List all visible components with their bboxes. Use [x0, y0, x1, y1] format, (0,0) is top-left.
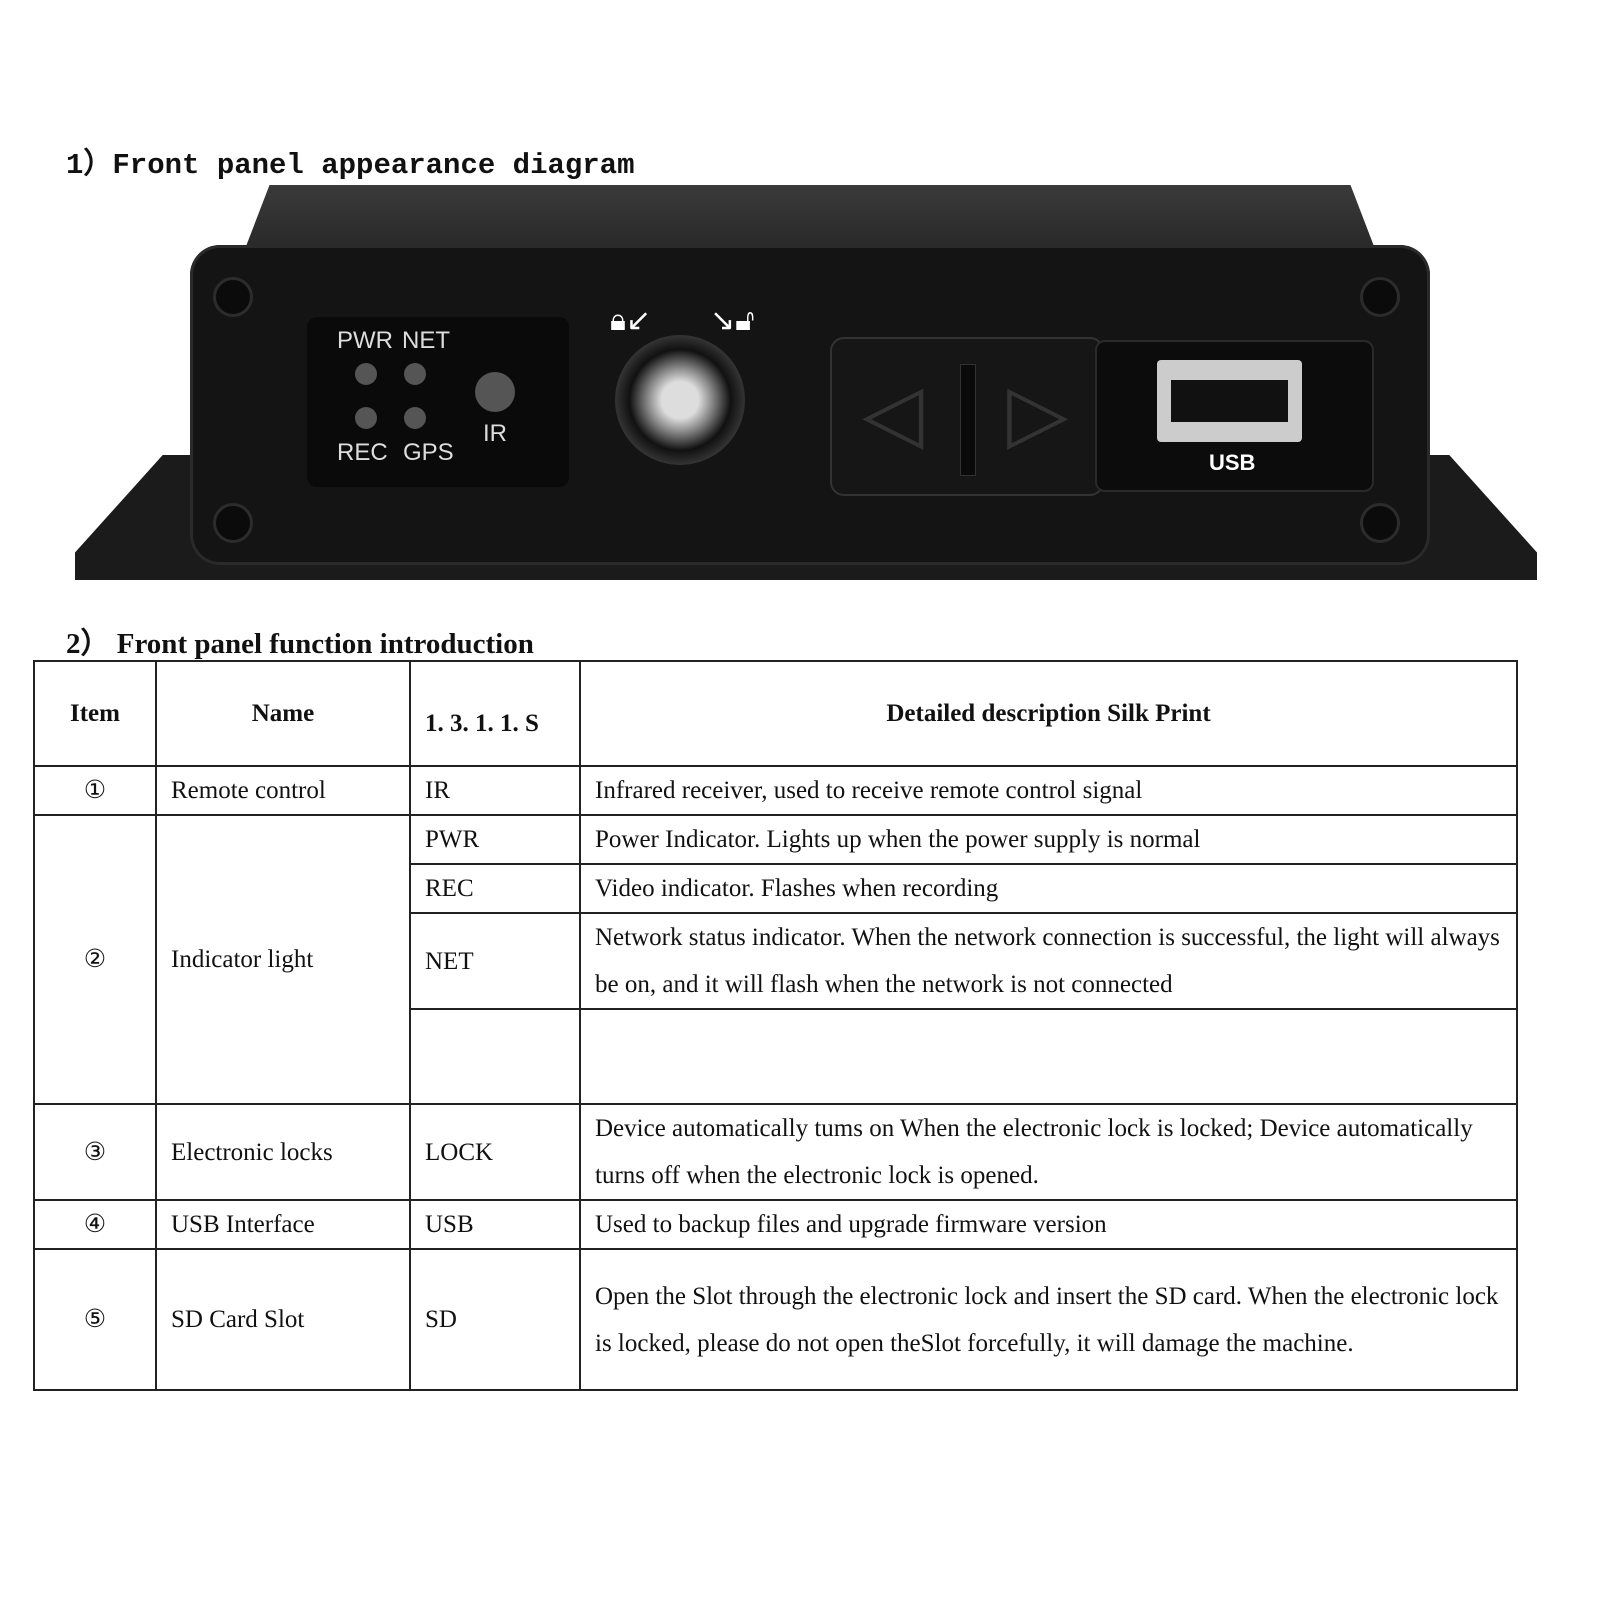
table-row: ① Remote control IR Infrared receiver, u…: [33, 765, 1518, 816]
silk-print: REC: [409, 863, 581, 914]
lock-icon: 🔒︎↙: [610, 304, 652, 337]
description: Device automatically tums on When the el…: [579, 1103, 1518, 1201]
item-name: Indicator light: [155, 814, 411, 1105]
screw-icon: [213, 277, 253, 317]
item-number: ⑤: [33, 1248, 157, 1391]
item-number: ①: [33, 765, 157, 816]
table-row: ② Indicator light PWR Power Indicator. L…: [33, 814, 1518, 1105]
item-number: ③: [33, 1103, 157, 1201]
item-number: ④: [33, 1199, 157, 1250]
description: Used to backup files and upgrade firmwar…: [579, 1199, 1518, 1250]
rec-label: REC: [337, 439, 388, 466]
usb-label: USB: [1209, 450, 1256, 475]
silk-print: IR: [409, 765, 581, 816]
silk-print: SD: [409, 1248, 581, 1391]
gps-led: [404, 407, 426, 429]
table-row: ④ USB Interface USB Used to backup files…: [33, 1199, 1518, 1250]
item-name: USB Interface: [155, 1199, 411, 1250]
screw-icon: [1360, 277, 1400, 317]
led-panel: PWR NET REC GPS IR: [307, 317, 569, 487]
pwr-led: [355, 363, 377, 385]
ir-receiver: [475, 372, 515, 412]
table-header-row: Item Name 1. 3. 1. 1. S Detailed descrip…: [33, 660, 1518, 767]
silk-print: NET: [409, 912, 581, 1010]
pwr-label: PWR: [337, 327, 393, 354]
header-name: Name: [155, 660, 411, 767]
silk-print: LOCK: [409, 1103, 581, 1201]
usb-port[interactable]: [1157, 360, 1302, 442]
key-lock[interactable]: [615, 335, 745, 465]
table-row: NET Network status indicator. When the n…: [34, 912, 1518, 1010]
header-silk: 1. 3. 1. 1. S: [409, 660, 581, 767]
empty-cell: [579, 1008, 1518, 1105]
description: Open the Slot through the electronic loc…: [579, 1248, 1518, 1391]
net-label: NET: [402, 327, 450, 354]
usb-area: USB: [1095, 340, 1374, 492]
item-name: Electronic locks: [155, 1103, 411, 1201]
gps-label: GPS: [403, 439, 454, 466]
table-row-empty: [34, 1008, 1518, 1105]
table-row: ③ Electronic locks LOCK Device automatic…: [33, 1103, 1518, 1201]
net-led: [404, 363, 426, 385]
description: Network status indicator. When the netwo…: [579, 912, 1518, 1010]
silk-print: PWR: [409, 814, 581, 865]
header-description: Detailed description Silk Print: [579, 660, 1518, 767]
rec-led: [355, 407, 377, 429]
description: Video indicator. Flashes when recording: [579, 863, 1518, 914]
section2-title: 2） Front panel function introduction: [66, 628, 534, 660]
arrow-right-icon: ▷: [1007, 370, 1069, 458]
empty-cell: [409, 1008, 581, 1105]
unlock-icon: ↘🔓︎: [710, 304, 755, 337]
silk-print: USB: [409, 1199, 581, 1250]
table-row: REC Video indicator. Flashes when record…: [34, 863, 1518, 914]
slider-handle: [960, 364, 976, 476]
item-name: Remote control: [155, 765, 411, 816]
function-table: Item Name 1. 3. 1. 1. S Detailed descrip…: [33, 660, 1518, 1391]
sd-slot-cover[interactable]: ◁ ▷: [830, 337, 1104, 496]
screw-icon: [213, 503, 253, 543]
table-row: ⑤ SD Card Slot SD Open the Slot through …: [33, 1248, 1518, 1391]
section1-title: 1）Front panel appearance diagram: [66, 149, 635, 182]
description: Infrared receiver, used to receive remot…: [579, 765, 1518, 816]
arrow-left-icon: ◁: [862, 370, 924, 458]
header-item: Item: [33, 660, 157, 767]
ir-label: IR: [483, 420, 507, 447]
screw-icon: [1360, 503, 1400, 543]
item-number: ②: [33, 814, 157, 1105]
item-name: SD Card Slot: [155, 1248, 411, 1391]
dvr-front-panel-photo: PWR NET REC GPS IR 🔒︎↙ ↘🔓︎ ◁ ▷ USB: [75, 185, 1537, 585]
description: Power Indicator. Lights up when the powe…: [579, 814, 1518, 865]
